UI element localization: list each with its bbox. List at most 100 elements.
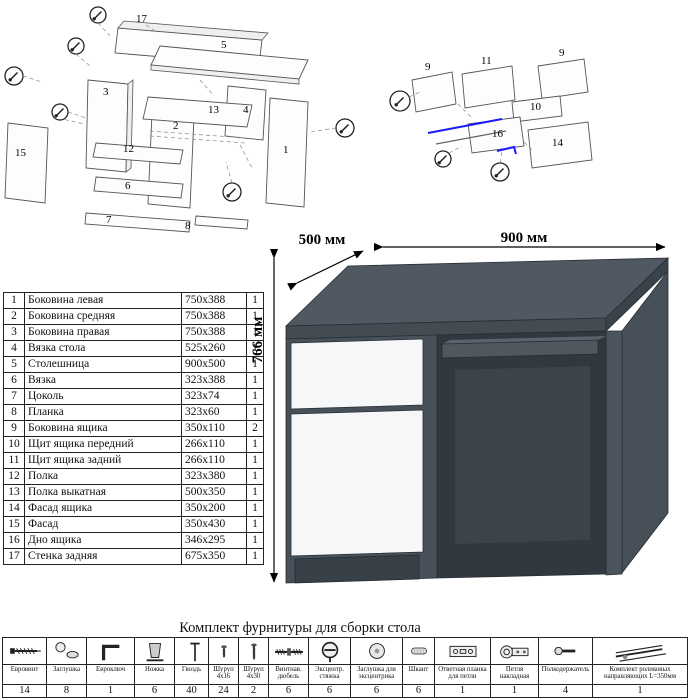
part-label-4: 4: [243, 104, 249, 116]
hardware-callout-icons: [4, 6, 355, 202]
part-size: 323х60: [181, 404, 247, 421]
part-label-16: 16: [492, 128, 504, 140]
desk-illustration: [284, 257, 670, 584]
hardware-name: Шкант: [402, 664, 435, 685]
dimension-height-label: 766 мм: [250, 317, 266, 364]
part-name: Полка выкатная: [24, 484, 182, 501]
hardware-name: Ножка: [134, 664, 175, 685]
roller-rails-icon: [615, 644, 667, 662]
part-label-5: 5: [221, 39, 227, 51]
part-label-13: 13: [208, 104, 220, 116]
part-name: Дно ящика: [24, 532, 182, 549]
hardware-name: Эксцентр. стяжка: [308, 664, 351, 685]
part-size: 266х110: [181, 436, 247, 453]
hardware-name: Петля накладная: [490, 664, 539, 685]
part-label-12: 12: [123, 143, 134, 155]
part-number: 11: [3, 452, 25, 469]
furniture-leg-icon: [146, 643, 164, 662]
part-size: 675х350: [181, 548, 247, 565]
part-qty: 1: [246, 292, 264, 309]
part-name: Стенка задняя: [24, 548, 182, 565]
part-name: Боковина ящика: [24, 420, 182, 437]
hardware-table: Евровинт Заглушка Евроключ Ножка Гвоздь …: [2, 637, 688, 698]
hardware-name: Евроключ: [86, 664, 135, 685]
hardware-qty: 2: [238, 684, 269, 698]
hardware-qty: 6: [268, 684, 309, 698]
wood-dowel-icon: [410, 647, 427, 655]
shelf-pin-icon: [553, 646, 575, 656]
part-name: Щит ящика передний: [24, 436, 182, 453]
dimension-annotations: 900 мм 500 мм 766 мм: [250, 230, 666, 583]
part-size: 750х388: [181, 292, 247, 309]
part-size: 350х430: [181, 516, 247, 533]
part-size: 750х388: [181, 324, 247, 341]
part-label-8: 8: [185, 220, 191, 232]
part-size: 500х350: [181, 484, 247, 501]
part-label-15: 15: [15, 147, 27, 159]
part-label-9b: 9: [559, 47, 565, 59]
depth-dimension-line: [287, 250, 364, 291]
dimension-depth-label: 500 мм: [299, 232, 346, 248]
hardware-kit-title: Комплект фурнитуры для сборки стола: [179, 620, 421, 636]
hardware-qty: 6: [350, 684, 403, 698]
part-name: Столешница: [24, 356, 182, 373]
screw-short-icon: [220, 645, 227, 658]
part-number: 5: [3, 356, 25, 373]
hardware-qty: 4: [538, 684, 593, 698]
roller-rail-highlight: [427, 118, 503, 134]
part-name: Боковина правая: [24, 324, 182, 341]
part-name: Вязка: [24, 372, 182, 389]
hardware-name: Гвоздь: [174, 664, 209, 685]
part-label-2: 2: [173, 120, 179, 132]
exploded-diagrams: 17 5 3 13 12 6 7 15 2 1 4 8: [4, 6, 593, 233]
part-number: 16: [3, 532, 25, 549]
hardware-name: Шуруп 4х16: [208, 664, 239, 685]
part-size: 323х380: [181, 468, 247, 485]
part-label-17: 17: [136, 13, 148, 25]
hardware-qty-row: 14 8 1 6 40 24 2 6 6 6 6 1 1 4 1: [2, 684, 688, 698]
part-number: 12: [3, 468, 25, 485]
part-qty: 1: [246, 404, 264, 421]
hardware-name: Евровинт: [2, 664, 47, 685]
part-number: 9: [3, 420, 25, 437]
part-name: Планка: [24, 404, 182, 421]
hardware-name: Шуруп 4х30: [238, 664, 269, 685]
hardware-qty: 8: [46, 684, 87, 698]
hardware-qty: 40: [174, 684, 209, 698]
double-thread-dowel-icon: [275, 648, 303, 656]
hardware-qty: 24: [208, 684, 239, 698]
part-label-10: 10: [530, 101, 542, 113]
hardware-qty: 1: [490, 684, 539, 698]
hardware-qty: 6: [134, 684, 175, 698]
part-number: 2: [3, 308, 25, 325]
part-label-3: 3: [103, 86, 109, 98]
part-number: 15: [3, 516, 25, 533]
plug-cap-icon: [55, 642, 79, 659]
part-name: Полка: [24, 468, 182, 485]
hardware-name: Полкодержатель: [538, 664, 593, 685]
part-name: Щит ящика задний: [24, 452, 182, 469]
part-size: 900х500: [181, 356, 247, 373]
keyboard-tray: [441, 339, 599, 359]
part-size: 350х110: [181, 420, 247, 437]
hardware-name: Заглушка: [46, 664, 87, 685]
hardware-qty: 6: [402, 684, 435, 698]
part-number: 6: [3, 372, 25, 389]
part-size: 323х388: [181, 372, 247, 389]
hardware-names-row: Евровинт Заглушка Евроключ Ножка Гвоздь …: [2, 664, 688, 685]
part-size: 350х200: [181, 500, 247, 517]
part-label-7: 7: [106, 214, 112, 226]
exploded-diagram-desk: 17 5 3 13 12 6 7 15 2 1 4 8: [4, 6, 355, 233]
